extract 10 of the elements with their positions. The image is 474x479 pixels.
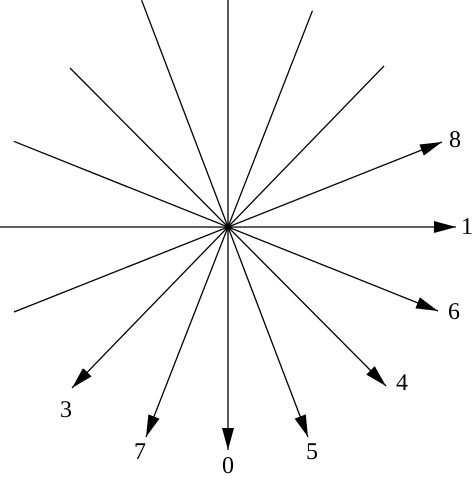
direction-label: 6: [446, 300, 462, 324]
arrow: [0, 221, 456, 233]
direction-label: 1: [459, 215, 474, 239]
direction-label: 3: [58, 398, 74, 422]
direction-label: 7: [132, 440, 148, 464]
arrow: [222, 0, 234, 450]
direction-label: 4: [394, 371, 410, 395]
direction-label: 0: [220, 454, 236, 478]
direction-label: 8: [447, 128, 463, 152]
direction-label: 5: [304, 440, 320, 464]
